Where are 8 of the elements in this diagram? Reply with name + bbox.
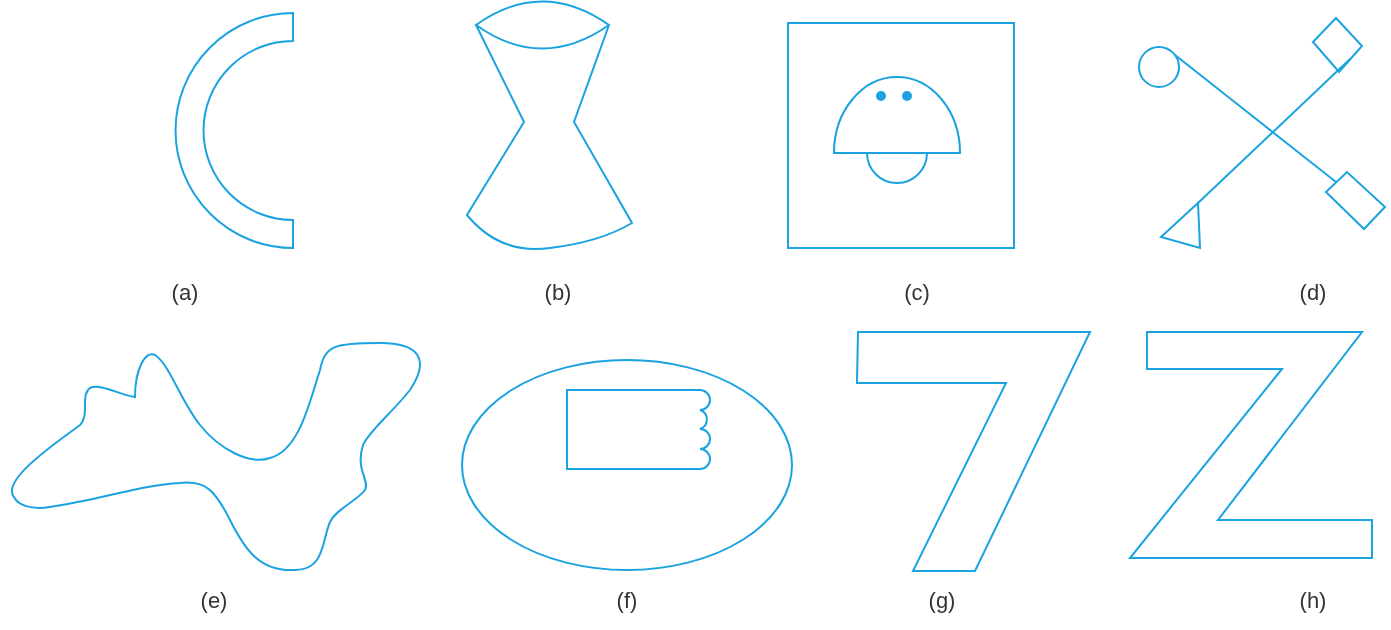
figure-label: (a): [171, 282, 199, 304]
figure-label: (g): [928, 590, 956, 612]
figure-label: (f): [616, 590, 638, 612]
figure-label: (c): [904, 282, 930, 304]
figure-label: (h): [1299, 590, 1327, 612]
figure-label: (b): [544, 282, 572, 304]
figure-label: (e): [200, 590, 228, 612]
figure-label: (d): [1299, 282, 1327, 304]
